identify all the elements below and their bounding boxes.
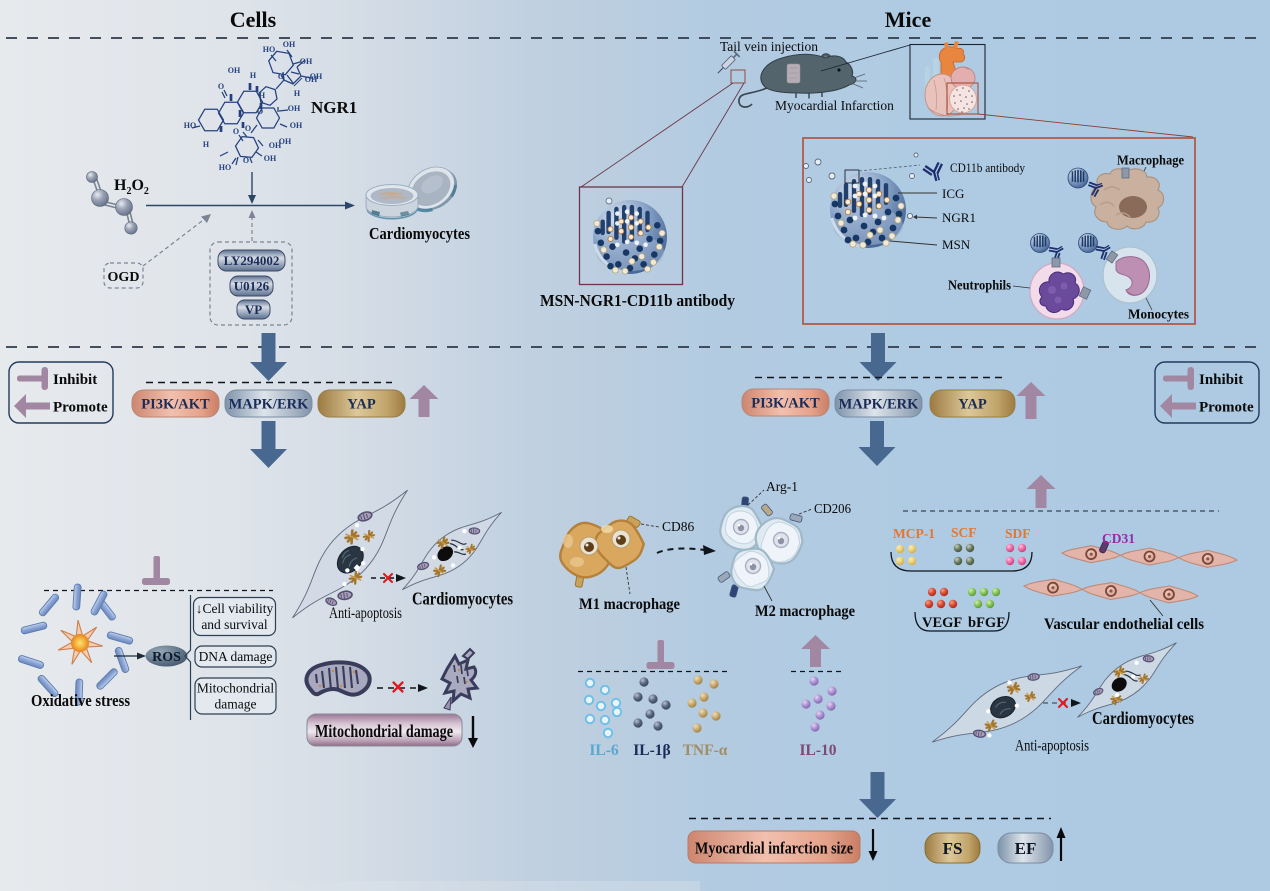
svg-text:Monocytes: Monocytes — [1128, 307, 1189, 322]
svg-text:Mitochondrial: Mitochondrial — [197, 681, 274, 696]
svg-text:H: H — [259, 91, 266, 100]
svg-text:O: O — [218, 82, 224, 91]
svg-text:MAPK/ERK: MAPK/ERK — [229, 396, 309, 412]
svg-text:Tail vein injection: Tail vein injection — [720, 39, 818, 54]
svg-text:MCP-1: MCP-1 — [893, 526, 935, 541]
svg-text:SDF: SDF — [1005, 526, 1031, 541]
svg-text:OH: OH — [290, 121, 303, 130]
svg-text:and survival: and survival — [201, 617, 268, 632]
svg-text:M1 macrophage: M1 macrophage — [579, 596, 680, 613]
svg-text:Neutrophils: Neutrophils — [948, 278, 1011, 293]
svg-text:SCF: SCF — [951, 525, 977, 540]
svg-text:HO: HO — [263, 45, 275, 54]
svg-text:Promote: Promote — [53, 400, 108, 416]
svg-text:H: H — [203, 140, 210, 149]
svg-text:IL-1β: IL-1β — [633, 742, 670, 759]
svg-text:Inhibit: Inhibit — [1199, 372, 1243, 388]
svg-text:OH: OH — [283, 40, 296, 49]
svg-text:VP: VP — [245, 302, 262, 317]
svg-text:MSN-NGR1-CD11b antibody: MSN-NGR1-CD11b antibody — [540, 291, 735, 310]
svg-text:CD206: CD206 — [814, 501, 851, 516]
svg-text:MAPK/ERK: MAPK/ERK — [839, 396, 919, 412]
svg-text:Cardiomyocytes: Cardiomyocytes — [1092, 708, 1194, 728]
svg-text:H: H — [294, 89, 301, 98]
svg-text:CD11b antibody: CD11b antibody — [950, 160, 1025, 175]
svg-text:NGR1: NGR1 — [942, 210, 976, 225]
svg-text:O: O — [278, 72, 284, 81]
svg-text:LY294002: LY294002 — [224, 253, 280, 268]
svg-text:Cardiomyocytes: Cardiomyocytes — [412, 589, 513, 609]
svg-text:CD31: CD31 — [1102, 531, 1135, 546]
svg-text:Inhibit: Inhibit — [53, 372, 97, 388]
svg-text:EF: EF — [1015, 839, 1037, 858]
svg-text:Anti-apoptosis: Anti-apoptosis — [1015, 738, 1089, 755]
svg-text:Anti-apoptosis: Anti-apoptosis — [329, 605, 402, 622]
svg-text:MSN: MSN — [942, 237, 971, 252]
svg-text:damage: damage — [215, 697, 257, 712]
svg-text:CD86: CD86 — [662, 519, 695, 534]
svg-text:Myocardial infarction size: Myocardial infarction size — [695, 839, 853, 858]
svg-text:U0126: U0126 — [234, 278, 270, 293]
svg-text:M2 macrophage: M2 macrophage — [755, 603, 855, 620]
svg-text:OH: OH — [228, 66, 241, 75]
svg-text:OH: OH — [264, 154, 277, 163]
svg-text:HO: HO — [219, 163, 231, 172]
svg-text:OH: OH — [269, 141, 282, 150]
svg-text:PI3K/AKT: PI3K/AKT — [751, 395, 820, 411]
svg-text:Promote: Promote — [1199, 400, 1254, 416]
svg-text:DNA damage: DNA damage — [199, 649, 273, 664]
svg-text:O: O — [233, 127, 239, 136]
svg-text:Cells: Cells — [230, 7, 277, 32]
svg-text:IL-10: IL-10 — [799, 742, 836, 759]
svg-text:PI3K/AKT: PI3K/AKT — [141, 396, 210, 412]
svg-text:YAP: YAP — [347, 396, 376, 412]
svg-text:IL-6: IL-6 — [589, 742, 619, 759]
svg-text:VEGF: VEGF — [922, 615, 962, 631]
svg-text:OH: OH — [305, 75, 318, 84]
svg-text:↓Cell viability: ↓Cell viability — [196, 601, 274, 616]
svg-text:Cardiomyocytes: Cardiomyocytes — [369, 224, 470, 243]
svg-text:Oxidative stress: Oxidative stress — [31, 691, 131, 710]
svg-text:H: H — [250, 71, 257, 80]
svg-text:O: O — [257, 107, 263, 116]
svg-text:O: O — [243, 156, 249, 165]
svg-text:OGD: OGD — [108, 270, 140, 285]
svg-text:TNF-α: TNF-α — [683, 742, 728, 759]
svg-text:Arg-1: Arg-1 — [766, 479, 798, 494]
svg-text:Mice: Mice — [885, 7, 932, 32]
svg-text:NGR1: NGR1 — [311, 98, 357, 117]
svg-text:H2O2: H2O2 — [114, 177, 149, 197]
svg-text:O: O — [245, 124, 251, 133]
svg-text:OH: OH — [300, 57, 313, 66]
svg-text:ROS: ROS — [152, 650, 181, 665]
svg-text:HO: HO — [184, 121, 196, 130]
svg-text:OH: OH — [288, 104, 301, 113]
svg-text:YAP: YAP — [958, 396, 987, 412]
svg-text:bFGF: bFGF — [968, 615, 1005, 631]
svg-text:Myocardial Infarction: Myocardial Infarction — [775, 98, 894, 113]
svg-text:Macrophage: Macrophage — [1117, 153, 1184, 168]
svg-text:OH: OH — [279, 137, 292, 146]
svg-text:ICG: ICG — [942, 186, 964, 201]
svg-text:OH: OH — [310, 72, 323, 81]
svg-text:FS: FS — [943, 839, 963, 858]
svg-text:Vascular endothelial cells: Vascular endothelial cells — [1044, 616, 1204, 633]
svg-text:Mitochondrial damage: Mitochondrial damage — [315, 721, 453, 741]
